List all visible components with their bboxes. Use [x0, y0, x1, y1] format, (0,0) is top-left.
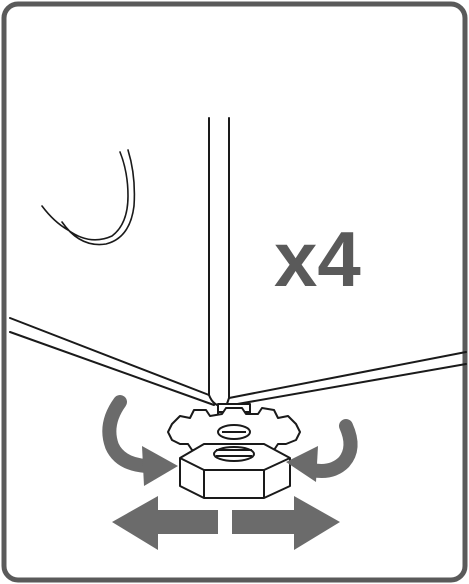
arrow-left-icon: [112, 496, 218, 550]
adjustable-foot-icon: [167, 403, 301, 499]
arrow-right-icon: [232, 496, 340, 550]
furniture-corner-icon: [9, 117, 467, 408]
rotate-counterclockwise-arrow-icon: [286, 419, 358, 482]
rotate-clockwise-arrow-icon: [102, 395, 178, 486]
scribble-mark: [41, 149, 136, 246]
quantity-label: x4: [274, 215, 361, 303]
